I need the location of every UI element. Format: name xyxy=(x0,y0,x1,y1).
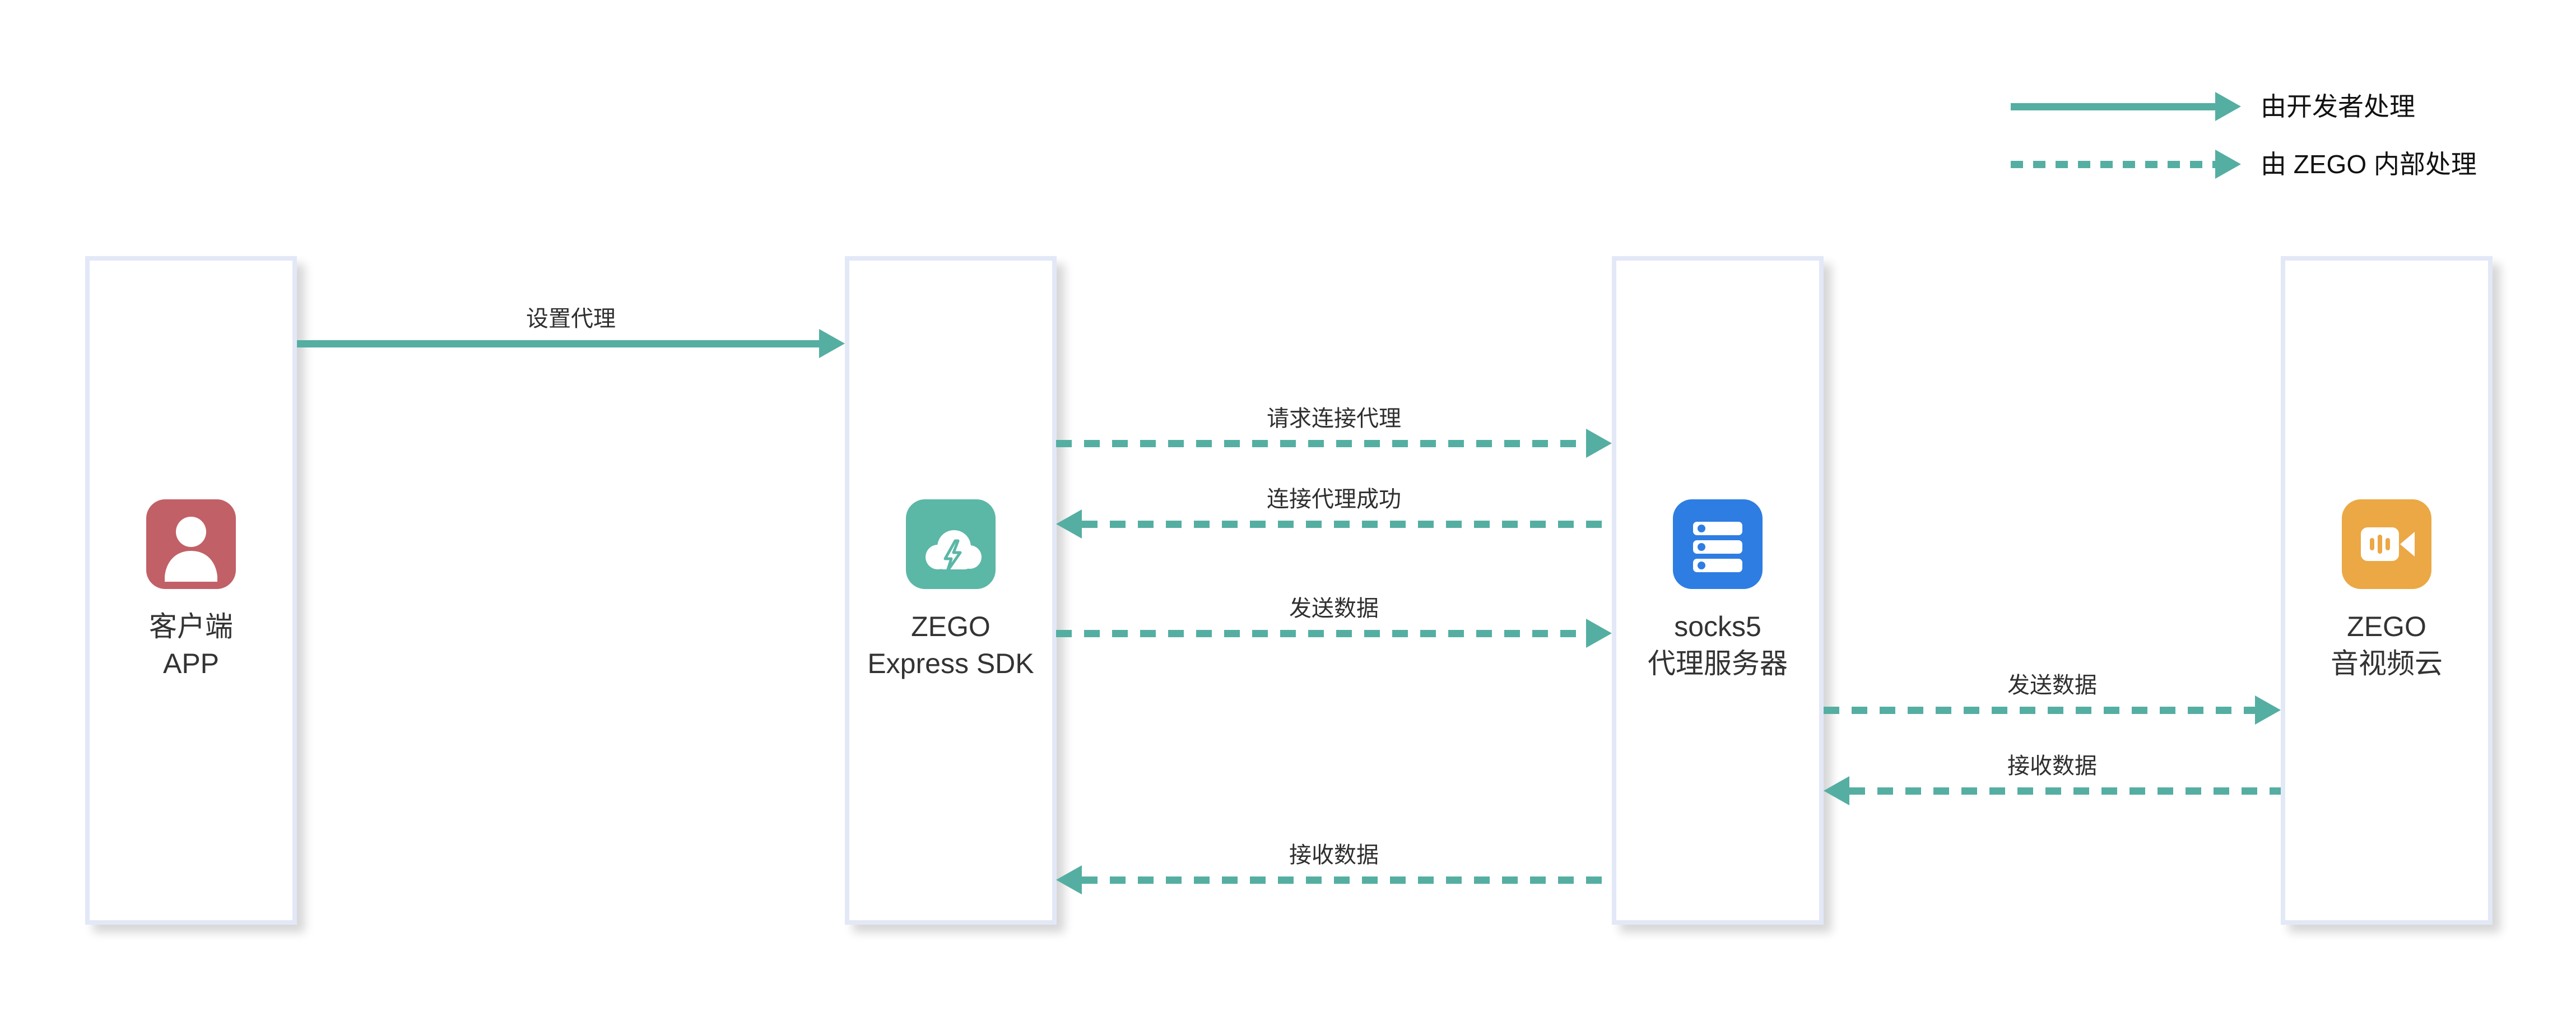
flow-label: 接收数据 xyxy=(2007,754,2097,778)
flow-label: 发送数据 xyxy=(1289,596,1379,621)
cloud-flash-icon xyxy=(906,499,996,589)
server-icon xyxy=(1673,499,1763,589)
flow-line xyxy=(1056,440,1586,447)
flow-line xyxy=(1849,787,2281,795)
node-title: socks5 代理服务器 xyxy=(1648,610,1788,679)
legend-label-developer: 由开发者处理 xyxy=(2261,92,2415,121)
flow-label: 连接代理成功 xyxy=(1267,487,1401,512)
node-socks5-proxy: socks5 代理服务器 xyxy=(1612,256,1824,925)
arrowhead-right-icon xyxy=(1586,619,1612,648)
legend-dashed-line xyxy=(2011,161,2215,168)
flow-label: 接收数据 xyxy=(1289,843,1379,868)
arrowhead-left-icon xyxy=(1056,509,1082,539)
legend-solid-arrowhead xyxy=(2215,92,2241,121)
node-title: 客户端 APP xyxy=(149,610,233,679)
flow-label: 请求连接代理 xyxy=(1267,406,1401,431)
node-zego-rtc-cloud: ZEGO 音视频云 xyxy=(2281,256,2493,925)
node-title: ZEGO 音视频云 xyxy=(2331,610,2443,679)
flow-line xyxy=(1082,521,1612,528)
arrowhead-left-icon xyxy=(1824,776,1849,805)
flow-line xyxy=(297,340,819,347)
flow-label: 设置代理 xyxy=(526,307,616,331)
node-title: ZEGO Express SDK xyxy=(867,610,1034,679)
user-icon xyxy=(146,499,236,589)
flow-label: 发送数据 xyxy=(2007,673,2097,698)
video-camera-icon xyxy=(2342,499,2431,589)
arrowhead-right-icon xyxy=(819,329,845,358)
node-client-app: 客户端 APP xyxy=(85,256,297,925)
flow-line xyxy=(1056,630,1586,637)
flow-line xyxy=(1824,707,2255,714)
flow-line xyxy=(1082,876,1612,884)
arrowhead-right-icon xyxy=(2255,695,2281,725)
legend-dashed-arrowhead xyxy=(2215,150,2241,179)
arrowhead-right-icon xyxy=(1586,429,1612,458)
legend-solid-line xyxy=(2011,103,2215,110)
node-zego-express-sdk: ZEGO Express SDK xyxy=(845,256,1057,925)
legend-label-zego-internal: 由 ZEGO 内部处理 xyxy=(2261,150,2477,179)
arrowhead-left-icon xyxy=(1056,865,1082,894)
